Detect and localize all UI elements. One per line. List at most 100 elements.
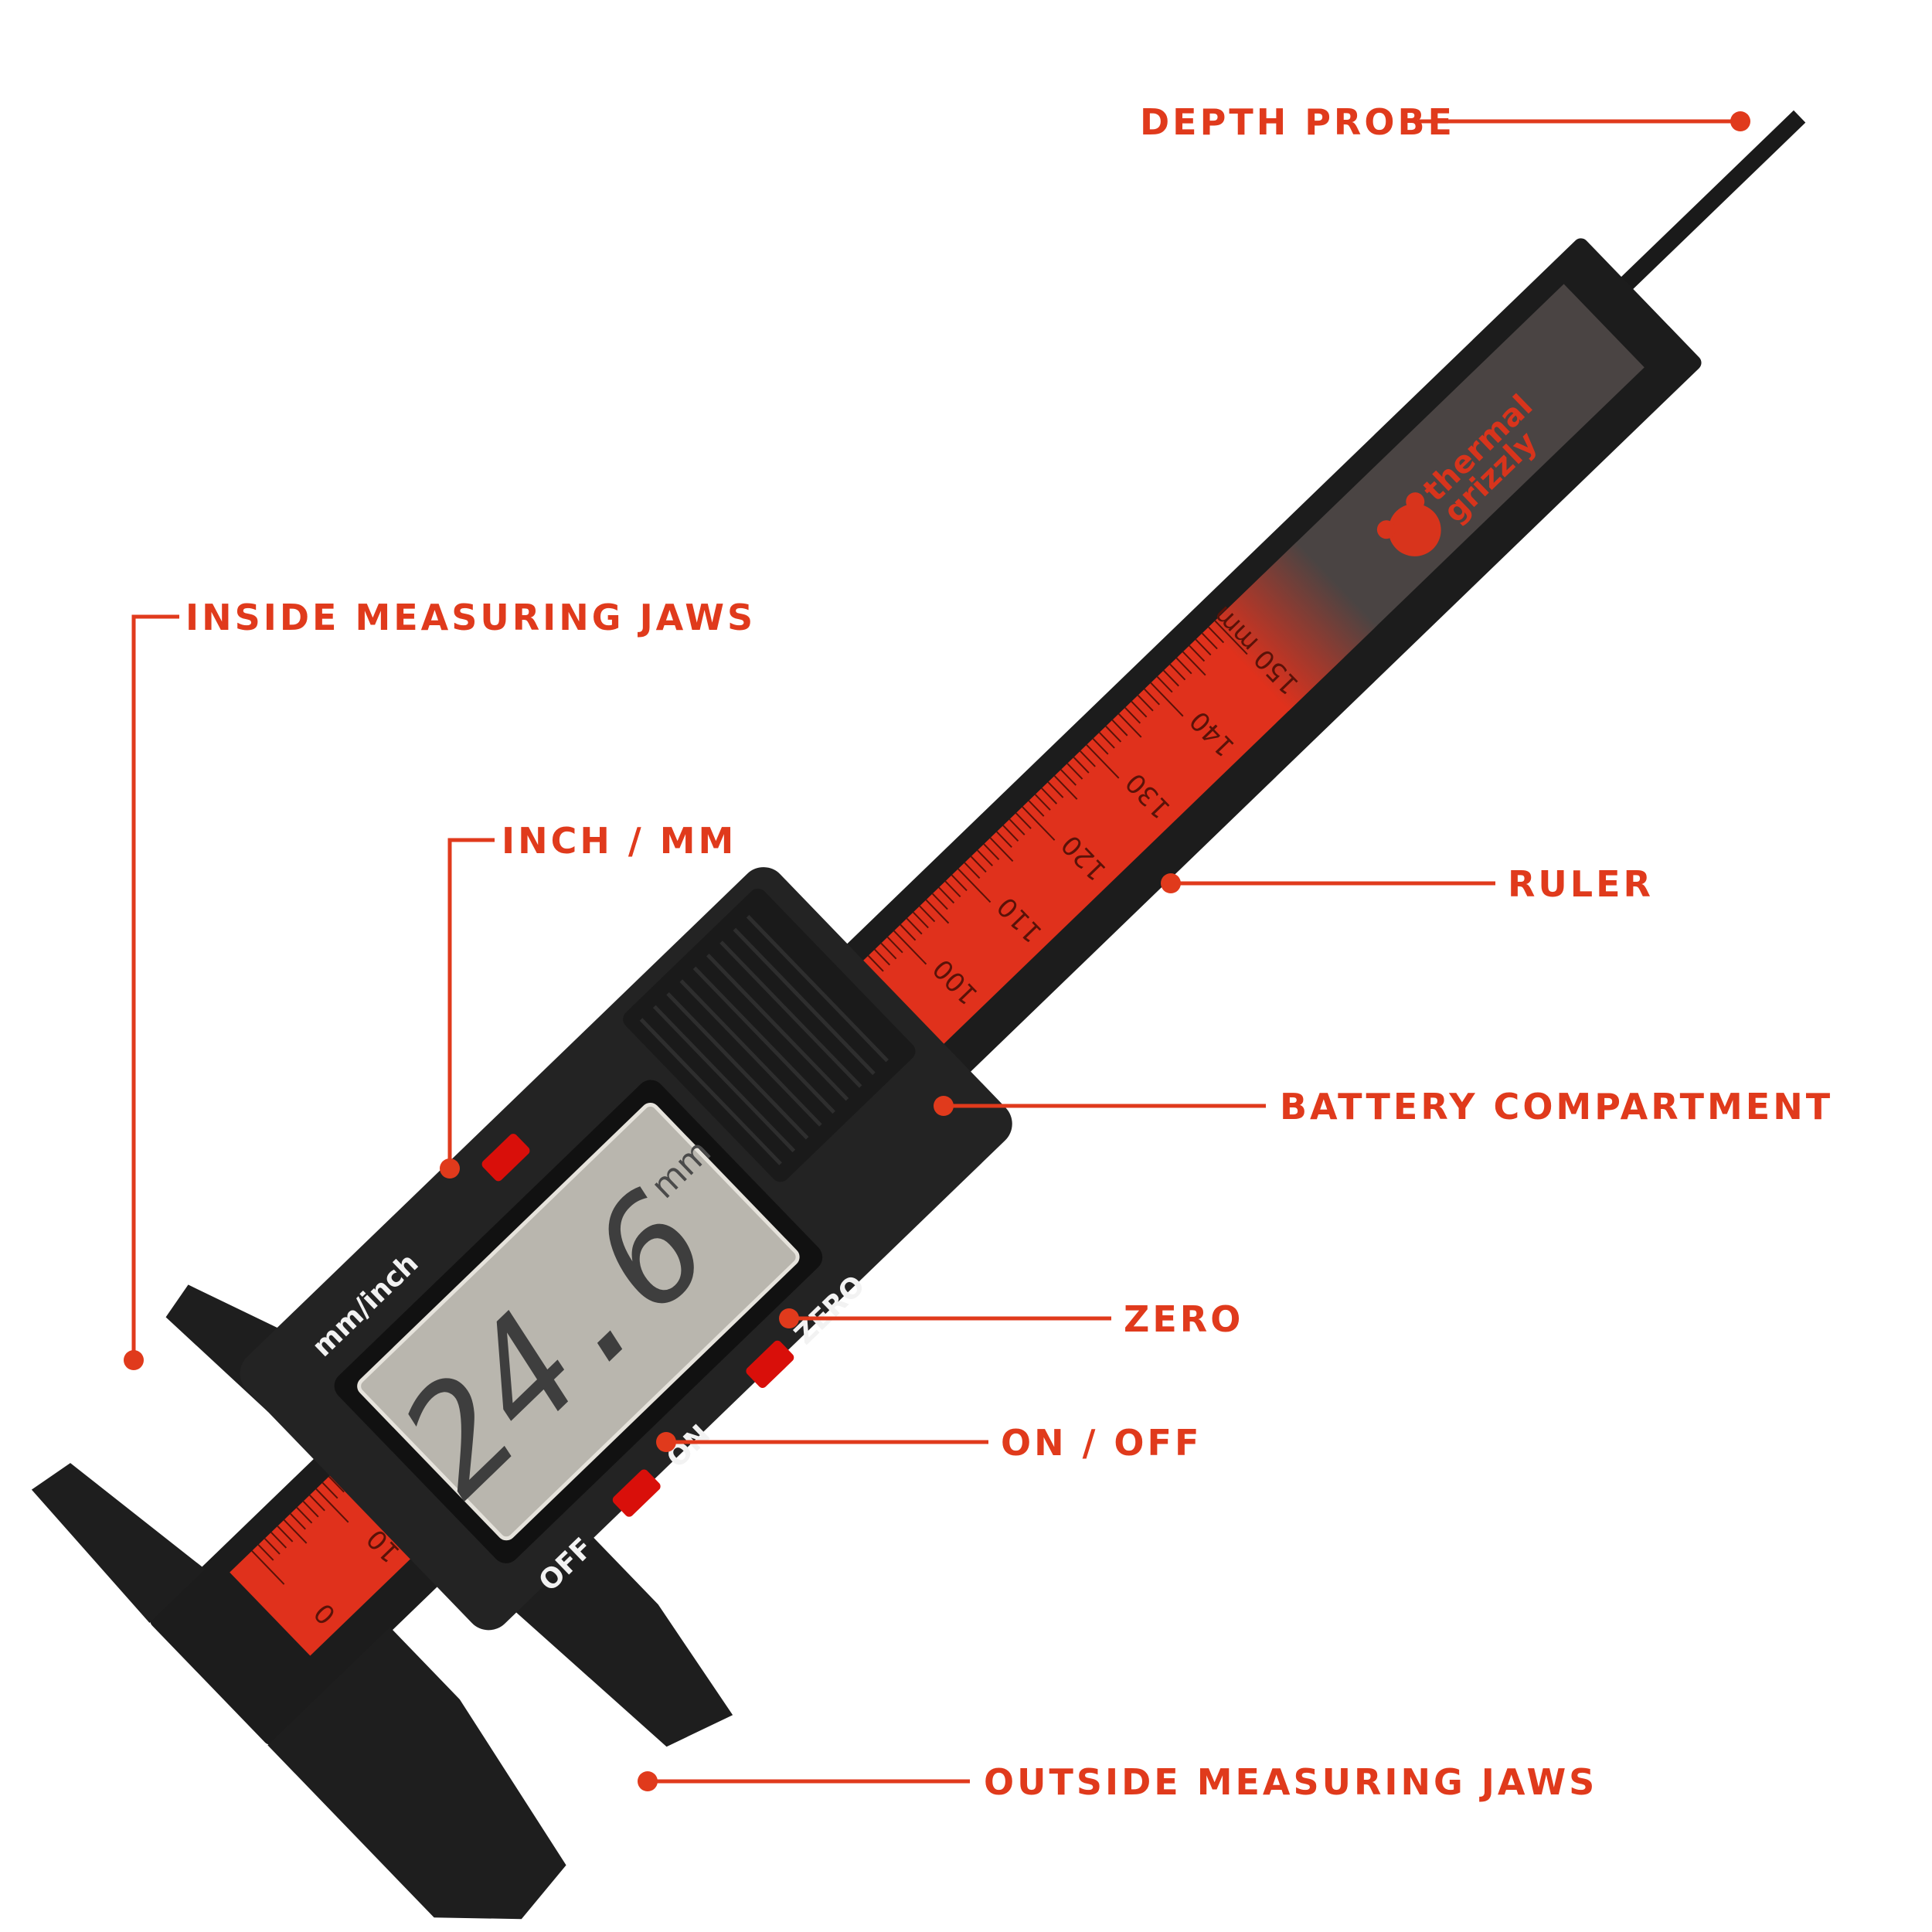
bear-icon	[1388, 503, 1441, 556]
battery-label: BATTERY COMPARTMENT	[1280, 1086, 1833, 1128]
ruler-tick	[1002, 825, 1019, 842]
ruler-tick	[1144, 688, 1160, 706]
ruler-tick	[270, 1532, 287, 1549]
fixed-outside-jaw	[267, 1627, 566, 1920]
ruler-tick	[302, 1500, 319, 1518]
ruler-tick	[977, 849, 993, 867]
battery-grip	[639, 914, 889, 1165]
ruler-tick	[1131, 700, 1148, 718]
ruler-tick	[1028, 800, 1045, 817]
ruler-tick	[989, 837, 1014, 862]
ruler-tick	[874, 948, 891, 966]
ruler-tick	[1137, 694, 1154, 712]
ruler-tick	[1189, 645, 1206, 662]
ruler-tick	[964, 862, 981, 879]
battery-grip-line	[719, 940, 862, 1088]
battery-grip-line	[679, 979, 822, 1127]
ruler-tick	[290, 1513, 306, 1530]
outside-jaws-label: OUTSIDE MEASURING JAWS	[984, 1761, 1597, 1803]
ruler-tick	[938, 886, 955, 904]
inside-jaws-label: INSIDE MEASURING JAWS	[185, 597, 756, 638]
ruler-tick	[1156, 675, 1173, 693]
ruler-tick	[1214, 620, 1248, 655]
ruler-tick	[1073, 757, 1090, 774]
ruler-tick	[919, 905, 936, 923]
ruler-tick	[1111, 719, 1128, 736]
battery-grip-line	[639, 1018, 782, 1165]
ruler-tick	[957, 868, 992, 903]
battery-grip-line	[733, 927, 876, 1076]
ruler-tick	[1124, 706, 1141, 724]
ruler-tick	[1195, 638, 1212, 656]
ruler-tick	[996, 831, 1012, 848]
ruler-tick	[931, 893, 948, 910]
ruler-tick	[277, 1526, 294, 1543]
ruler-tick	[1098, 732, 1115, 749]
ruler-tick	[912, 911, 929, 929]
moving-outside-jaw	[510, 1532, 733, 1747]
battery-grip-line	[706, 953, 849, 1101]
ruler-tick	[321, 1481, 338, 1499]
lcd-screen	[357, 1102, 800, 1541]
battery-compartment[interactable]	[619, 885, 919, 1185]
ruler-tick	[983, 843, 1000, 861]
ruler-tick	[1182, 651, 1206, 676]
ruler-tick	[328, 1475, 345, 1493]
ruler-tick	[1105, 726, 1122, 743]
ruler-tick	[1150, 682, 1184, 717]
callout-zero: ZERO	[779, 1298, 1243, 1340]
callout-on-off: ON / OFF	[656, 1422, 1202, 1464]
on-off-callout-label: ON / OFF	[1001, 1422, 1202, 1464]
ruler-tick	[951, 874, 968, 892]
ruler-tick	[264, 1538, 281, 1555]
ruler-tick	[1053, 775, 1078, 800]
ruler-tick	[1092, 738, 1109, 755]
ruler-tick	[1208, 626, 1225, 644]
callout-inside-jaws: INSIDE MEASURING JAWS	[124, 597, 756, 1370]
ruler-tick	[1117, 713, 1142, 738]
ruler-tick	[1009, 818, 1026, 835]
on-off-button[interactable]	[611, 1468, 662, 1519]
ruler-tick	[893, 930, 927, 965]
battery-grip-line	[746, 914, 889, 1063]
battery-grip-line	[692, 966, 835, 1114]
ruler-tick	[944, 880, 961, 898]
ruler-tick	[1169, 663, 1186, 681]
ruler-tick	[1060, 769, 1077, 786]
depth-probe	[1610, 110, 1806, 300]
ruler-tick	[1066, 763, 1083, 780]
ruler-tick	[1015, 812, 1032, 829]
callout-inch-mm: INCH / MM	[440, 820, 736, 1179]
ruler-tick	[296, 1506, 313, 1524]
ruler-tick	[1041, 787, 1058, 804]
depth-probe-label: DEPTH PROBE	[1140, 101, 1455, 143]
ruler-tick	[251, 1550, 285, 1585]
ruler-tick	[1163, 669, 1179, 687]
ruler-tick	[283, 1519, 308, 1544]
fixed-inside-jaw	[31, 1463, 206, 1624]
zero-callout-label: ZERO	[1124, 1298, 1243, 1340]
ruler-tick	[925, 899, 950, 924]
ruler-tick	[1047, 781, 1064, 798]
ruler-tick	[1022, 806, 1056, 841]
battery-grip-line	[666, 992, 809, 1140]
battery-grip-line	[652, 1005, 796, 1153]
mm-inch-button[interactable]	[480, 1132, 532, 1183]
scale-fade	[1208, 541, 1378, 711]
ruler-tick	[257, 1544, 274, 1561]
callout-ruler: RULER	[1161, 863, 1654, 905]
zero-button[interactable]	[744, 1338, 796, 1389]
ruler-label: RULER	[1508, 863, 1654, 905]
ruler-tick	[880, 942, 897, 960]
ruler-tick	[970, 855, 987, 873]
inch-mm-label: INCH / MM	[502, 820, 736, 862]
callout-outside-jaws: OUTSIDE MEASURING JAWS	[638, 1761, 1597, 1803]
ruler-tick	[886, 936, 903, 954]
ruler-tick	[1034, 794, 1051, 811]
ruler-tick	[1080, 750, 1096, 767]
ruler-tick	[315, 1488, 349, 1523]
ruler-tick	[1175, 657, 1192, 675]
callout-battery: BATTERY COMPARTMENT	[934, 1086, 1833, 1128]
ruler-tick	[906, 917, 923, 935]
